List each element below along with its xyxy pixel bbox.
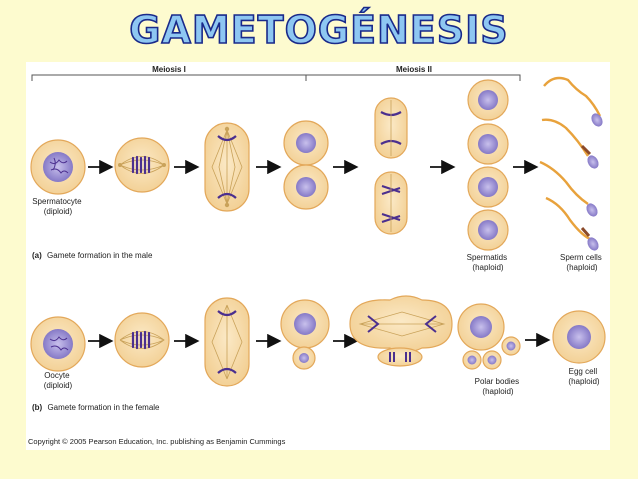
meiosis-ii-male-cells <box>374 97 408 235</box>
anaphase-i-female-cell <box>204 297 250 387</box>
female-row: Oocyte (diploid) <box>30 295 489 390</box>
oocyte-label: Oocyte (diploid) <box>44 371 73 390</box>
telophase-i-female-cells <box>280 299 330 370</box>
sperm-cells-label-line1: Sperm cells <box>560 253 602 262</box>
polar-bodies-label: Polar bodies (haploid) <box>475 377 522 396</box>
metaphase-i-female-cell <box>114 312 170 368</box>
meiosis-ii-female-cells <box>349 295 453 367</box>
copyright-notice: Copyright © 2005 Pearson Education, Inc.… <box>28 437 286 446</box>
spermatids-label: Spermatids (haploid) <box>467 253 510 272</box>
sperm-cells-label: Sperm cells (haploid) <box>560 253 604 272</box>
male-row: Spermatocyte (diploid) <box>30 76 604 272</box>
sperm-cells <box>539 76 603 251</box>
egg-cell-label-line2: (haploid) <box>568 377 599 386</box>
female-caption: (b) Gamete formation in the female <box>32 403 160 412</box>
telophase-i-cells <box>283 120 329 210</box>
sperm-cells-label-line2: (haploid) <box>566 263 597 272</box>
polar-bodies-label-line2: (haploid) <box>482 387 513 396</box>
oocyte-label-line2: (diploid) <box>44 381 73 390</box>
spermatocyte-label-line2: (diploid) <box>44 207 73 216</box>
spermatocyte-label-line1: Spermatocyte <box>32 197 82 206</box>
diagram-panel: Meiosis I Meiosis II Spermatocyte (diplo… <box>26 62 610 450</box>
female-caption-text: Gamete formation in the female <box>47 403 160 412</box>
meiosis-ii-label: Meiosis II <box>396 65 432 74</box>
ootid-and-polar-bodies <box>457 303 521 370</box>
male-caption-text: Gamete formation in the male <box>47 251 153 260</box>
meiosis-i-label: Meiosis I <box>152 65 186 74</box>
spermatocyte-cell <box>30 139 86 195</box>
polar-bodies-label-line1: Polar bodies <box>475 377 519 386</box>
page-title: GAMETOGÉNESIS <box>128 7 509 53</box>
anaphase-i-cell <box>204 122 250 212</box>
male-caption-letter: (a) <box>32 251 42 260</box>
spermatocyte-label: Spermatocyte (diploid) <box>32 197 84 216</box>
spermatids-label-line1: Spermatids <box>467 253 507 262</box>
spermatids-label-line2: (haploid) <box>472 263 503 272</box>
gametogenesis-diagram: Meiosis I Meiosis II Spermatocyte (diplo… <box>28 65 606 446</box>
meiosis-i-bracket: Meiosis I <box>31 65 307 81</box>
male-caption: (a) Gamete formation in the male <box>32 251 153 260</box>
female-caption-letter: (b) <box>32 403 43 412</box>
meiosis-ii-bracket: Meiosis II <box>305 65 521 81</box>
metaphase-i-cell <box>114 137 170 193</box>
egg-cell-label: Egg cell (haploid) <box>568 367 599 386</box>
oocyte-cell <box>30 316 86 372</box>
egg-cell <box>552 310 606 364</box>
oocyte-label-line1: Oocyte <box>44 371 70 380</box>
egg-cell-label-line1: Egg cell <box>569 367 598 376</box>
spermatids <box>467 79 509 251</box>
